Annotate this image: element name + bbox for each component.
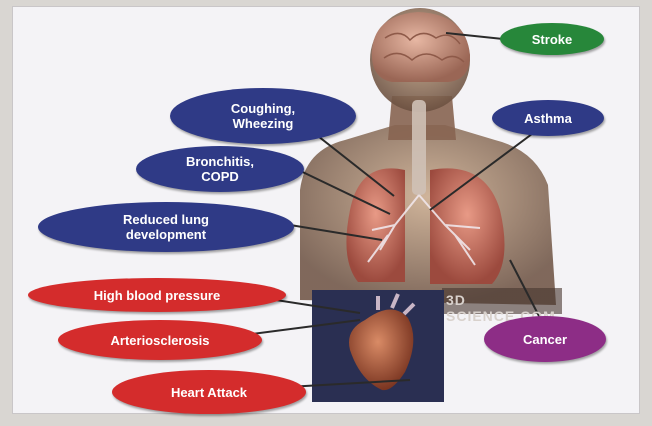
label-asthma: Asthma bbox=[492, 100, 604, 136]
label-heart-attack: Heart Attack bbox=[112, 370, 306, 414]
label-stroke: Stroke bbox=[500, 23, 604, 55]
brain-shape bbox=[372, 12, 470, 82]
label-cancer: Cancer bbox=[484, 316, 606, 362]
label-coughing-wheezing: Coughing, Wheezing bbox=[170, 88, 356, 144]
label-bronchitis-copd: Bronchitis, COPD bbox=[136, 146, 304, 192]
label-arteriosclerosis: Arteriosclerosis bbox=[58, 320, 262, 360]
label-reduced-lung-development: Reduced lung development bbox=[38, 202, 294, 252]
trachea-shape bbox=[412, 100, 426, 195]
label-high-blood-pressure: High blood pressure bbox=[28, 278, 286, 312]
